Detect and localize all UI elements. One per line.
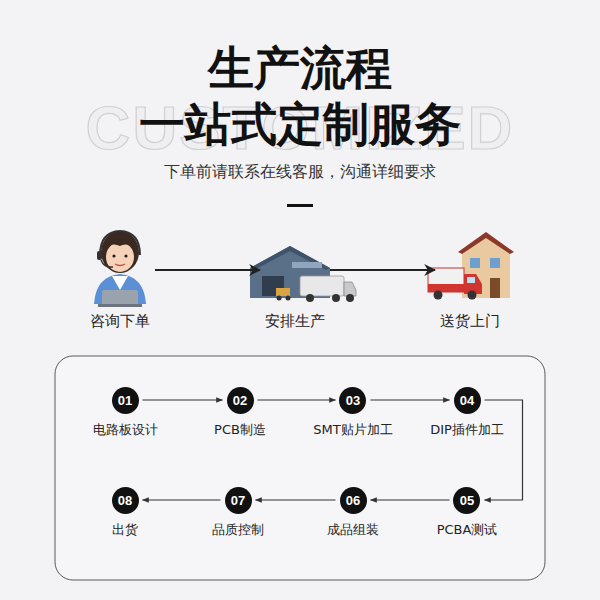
process-step: 01 电路板设计 xyxy=(93,387,158,439)
step-circle: 04 xyxy=(454,387,481,414)
process-step: 08 出货 xyxy=(112,487,139,539)
step-circle: 05 xyxy=(453,487,480,514)
step-label: PCBA测试 xyxy=(437,521,498,539)
step-number: 08 xyxy=(112,487,139,514)
step-circle: 08 xyxy=(112,487,139,514)
flow-arrow xyxy=(371,499,450,500)
divider-dash xyxy=(287,204,313,207)
step-label: PCB制造 xyxy=(214,421,266,439)
flow-arrow xyxy=(155,269,260,271)
subtitle-text: 下单前请联系在线客服，沟通详细要求 xyxy=(0,162,600,183)
step-circle: 03 xyxy=(339,387,366,414)
flow-arrow xyxy=(143,499,221,500)
stage-node: 咨询下单 xyxy=(75,228,165,331)
page-title: 生产流程 一站式定制服务 xyxy=(100,40,500,152)
step-circle: 06 xyxy=(340,487,367,514)
step-number: 01 xyxy=(112,387,139,414)
stage-node: 安排生产 xyxy=(250,228,340,331)
flow-arrow xyxy=(143,399,223,400)
process-step: 04DIP插件加工 xyxy=(430,387,504,439)
process-step: 07 品质控制 xyxy=(212,487,264,539)
step-number: 05 xyxy=(453,487,480,514)
flow-arrow xyxy=(258,399,336,400)
watermark-text: CUSTOMIZED xyxy=(0,92,600,163)
step-label: 品质控制 xyxy=(212,521,264,539)
process-step: 06 成品组装 xyxy=(327,487,379,539)
step-number: 03 xyxy=(339,387,366,414)
flow-arrow xyxy=(484,400,522,500)
delivery-icon xyxy=(428,232,514,300)
service-agent-icon xyxy=(94,231,146,307)
step-number: 04 xyxy=(454,387,481,414)
step-number: 02 xyxy=(227,387,254,414)
process-panel xyxy=(55,356,545,580)
step-circle: 01 xyxy=(112,387,139,414)
step-number: 07 xyxy=(225,487,252,514)
flow-arrow xyxy=(330,269,435,271)
stage-node: 送货上门 xyxy=(425,228,515,331)
step-label: 出货 xyxy=(112,521,139,539)
flow-arrow xyxy=(370,399,449,400)
step-circle: 07 xyxy=(225,487,252,514)
process-step: 03SMT贴片加工 xyxy=(313,387,392,439)
step-circle: 02 xyxy=(227,387,254,414)
step-label: SMT贴片加工 xyxy=(313,421,392,439)
process-step: 05PCBA测试 xyxy=(437,487,498,539)
flow-arrow xyxy=(256,499,336,500)
step-label: 成品组装 xyxy=(327,521,379,539)
factory-icon xyxy=(250,246,356,302)
step-label: 咨询下单 xyxy=(75,312,165,331)
step-number: 06 xyxy=(340,487,367,514)
process-step: 02PCB制造 xyxy=(214,387,266,439)
step-label: DIP插件加工 xyxy=(430,421,504,439)
step-label: 安排生产 xyxy=(250,312,340,331)
step-label: 送货上门 xyxy=(425,312,515,331)
step-label: 电路板设计 xyxy=(93,421,158,439)
